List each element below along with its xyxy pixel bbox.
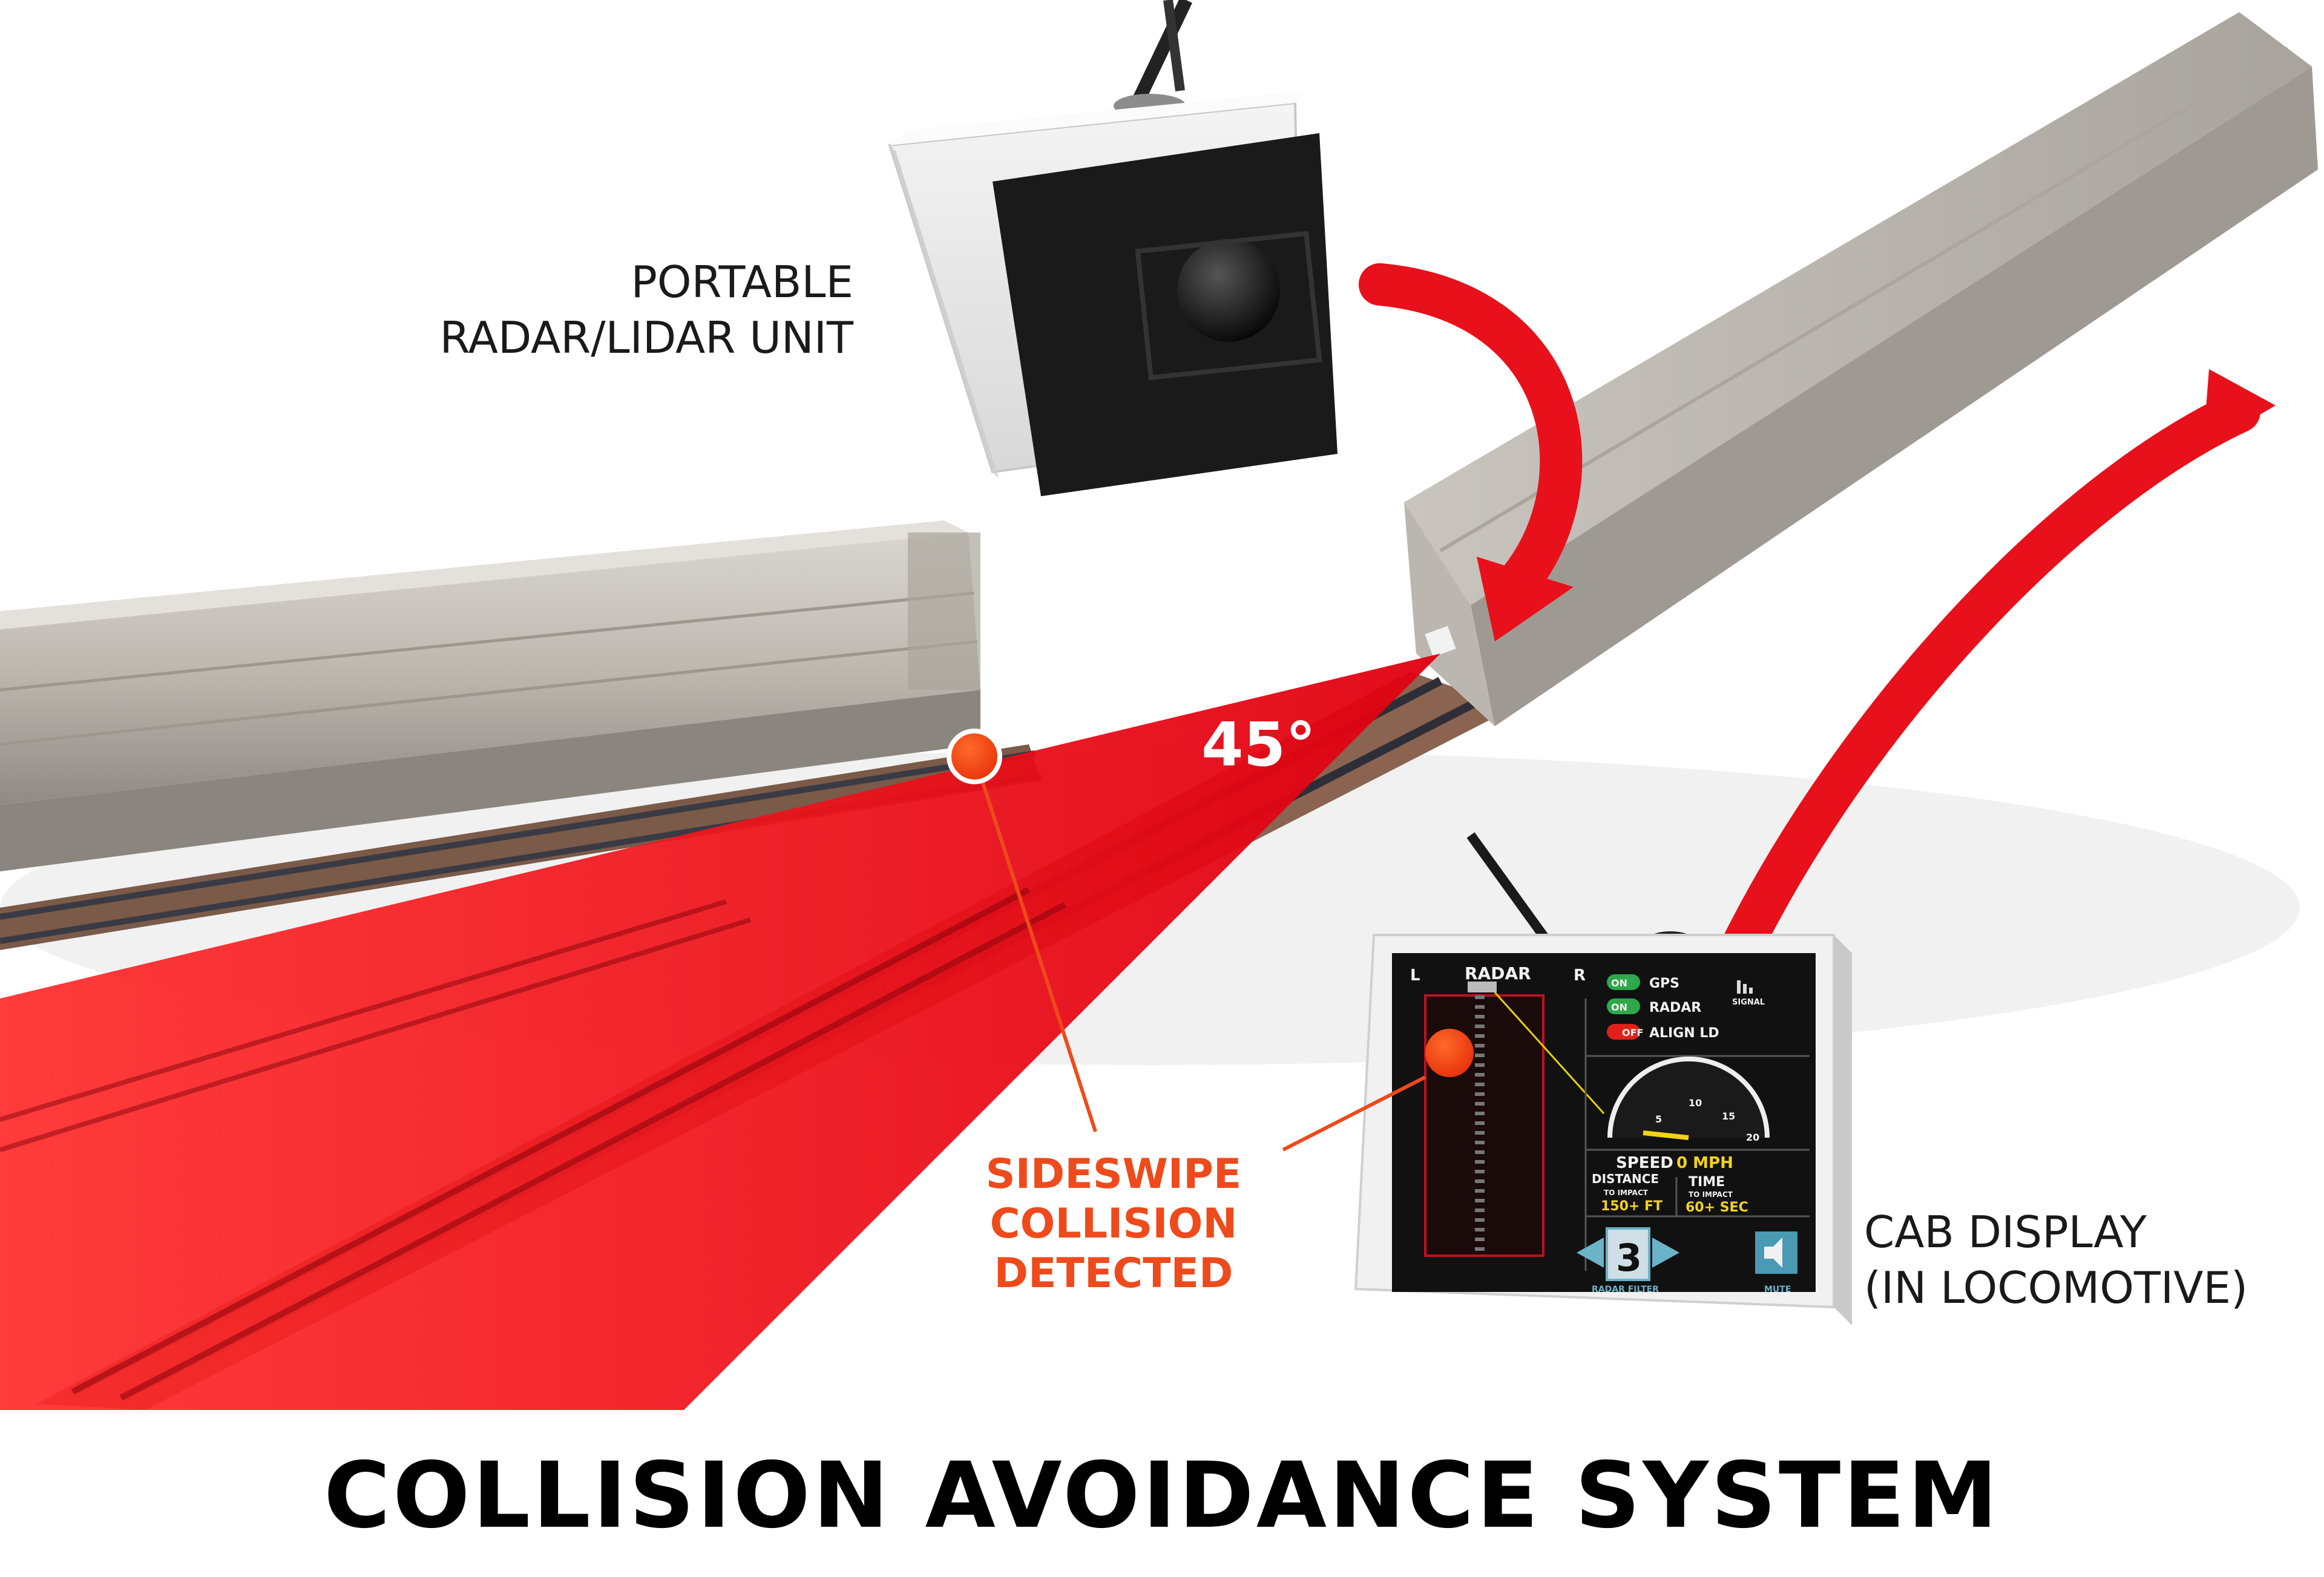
portable-radar-unit — [888, 0, 1338, 496]
portable-unit-label: PORTABLE RADAR/LIDAR UNIT — [375, 254, 853, 366]
radar-beam — [0, 654, 1440, 1410]
toggle-name-gps: GPS — [1649, 976, 1679, 991]
collision-point-marker — [947, 729, 1002, 784]
display-to-train-arrow — [1722, 369, 2276, 965]
cab-label-line2: (IN LOCOMOTIVE) — [1864, 1262, 2248, 1313]
speed-label: SPEED — [1616, 1154, 1673, 1172]
cab-screen-texts: L RADAR R SIGNAL ON GPS ON RADAR OFF ALI… — [1410, 963, 1791, 1294]
screen-right-marker: R — [1574, 966, 1586, 985]
distance-value: 150+ FT — [1601, 1199, 1663, 1214]
toggle-name-radar: RADAR — [1649, 1000, 1701, 1015]
sideswipe-line3: DETECTED — [994, 1250, 1233, 1297]
radar-filter-value: 3 — [1616, 1236, 1642, 1280]
cab-display-device — [1282, 832, 1852, 1325]
screen-left-marker: L — [1410, 966, 1420, 985]
sideswipe-leader-line — [973, 756, 1097, 1132]
toggle-state-gps: ON — [1611, 977, 1627, 989]
radar-to-train-arrow — [1359, 263, 1583, 641]
toggle-name-align: ALIGN LD — [1649, 1026, 1719, 1041]
distance-label: DISTANCE — [1592, 1172, 1659, 1186]
time-value: 60+ SEC — [1686, 1200, 1748, 1215]
radar-filter-label: RADAR FILTER — [1592, 1285, 1659, 1294]
gauge-tick-10: 10 — [1689, 1097, 1702, 1109]
cab-display-label: CAB DISPLAY (IN LOCOMOTIVE) — [1864, 1204, 2324, 1316]
distance-sub: TO IMPACT — [1604, 1188, 1649, 1197]
beam-track-overlay — [0, 887, 1067, 1401]
cab-label-line1: CAB DISPLAY — [1864, 1207, 2147, 1257]
gauge-tick-15: 15 — [1722, 1110, 1735, 1122]
screen-signal-label: SIGNAL — [1732, 998, 1765, 1007]
toggle-state-radar: ON — [1611, 1002, 1627, 1013]
gauge-tick-5: 5 — [1655, 1113, 1662, 1125]
left-train-car — [0, 520, 980, 871]
time-sub: TO IMPACT — [1689, 1190, 1733, 1199]
mute-label: MUTE — [1764, 1285, 1791, 1294]
screen-radar-heading: RADAR — [1465, 963, 1531, 983]
portable-label-line2: RADAR/LIDAR UNIT — [439, 312, 853, 363]
gauge-tick-20: 20 — [1746, 1132, 1759, 1143]
sideswipe-line1: SIDESWIPE — [985, 1150, 1242, 1198]
speed-value: 0 MPH — [1676, 1154, 1733, 1172]
sideswipe-callout: SIDESWIPE COLLISION DETECTED — [938, 1150, 1289, 1299]
sideswipe-line2: COLLISION — [990, 1200, 1238, 1248]
page-title: COLLISION AVOIDANCE SYSTEM — [323, 1443, 2000, 1549]
time-label: TIME — [1689, 1175, 1725, 1190]
toggle-state-align: OFF — [1622, 1027, 1643, 1038]
beam-angle-label: 45° — [1201, 709, 1316, 780]
portable-label-line1: PORTABLE — [631, 257, 853, 307]
